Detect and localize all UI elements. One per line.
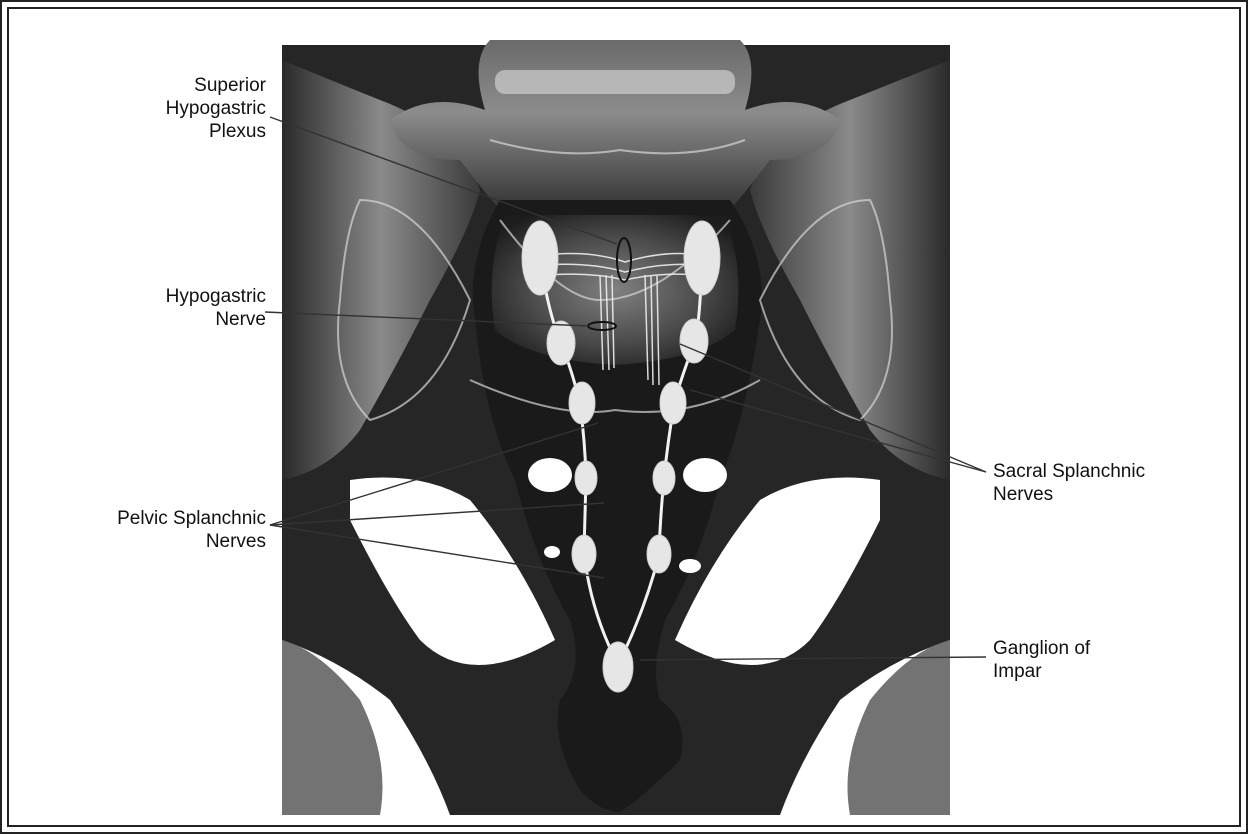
sacral-foramen-small-left xyxy=(544,546,560,558)
label-hypogastric-nerve: Hypogastric Nerve xyxy=(120,285,266,331)
ganglion-l-1 xyxy=(522,221,558,295)
sacral-foramen-small-right xyxy=(679,559,701,573)
label-sacral-splanchnic-nerves: Sacral Splanchnic Nerves xyxy=(993,460,1193,506)
label-superior-hypogastric-plexus: Superior Hypogastric Plexus xyxy=(120,74,266,143)
label-pelvic-splanchnic-nerves: Pelvic Splanchnic Nerves xyxy=(60,507,266,553)
ganglion-r-5 xyxy=(647,535,671,573)
ganglion-r-2 xyxy=(680,319,708,363)
vertebral-disc xyxy=(495,70,735,94)
sacral-foramen-right xyxy=(683,458,727,492)
ganglion-l-2 xyxy=(547,321,575,365)
ganglion-l-3 xyxy=(569,382,595,424)
ganglion-r-4 xyxy=(653,461,675,495)
label-ganglion-of-impar: Ganglion of Impar xyxy=(993,637,1193,683)
sacral-foramen-left xyxy=(528,458,572,492)
ganglion-impar xyxy=(603,642,633,692)
ganglion-l-5 xyxy=(572,535,596,573)
ganglion-l-4 xyxy=(575,461,597,495)
ganglion-r-1 xyxy=(684,221,720,295)
ganglion-r-3 xyxy=(660,382,686,424)
